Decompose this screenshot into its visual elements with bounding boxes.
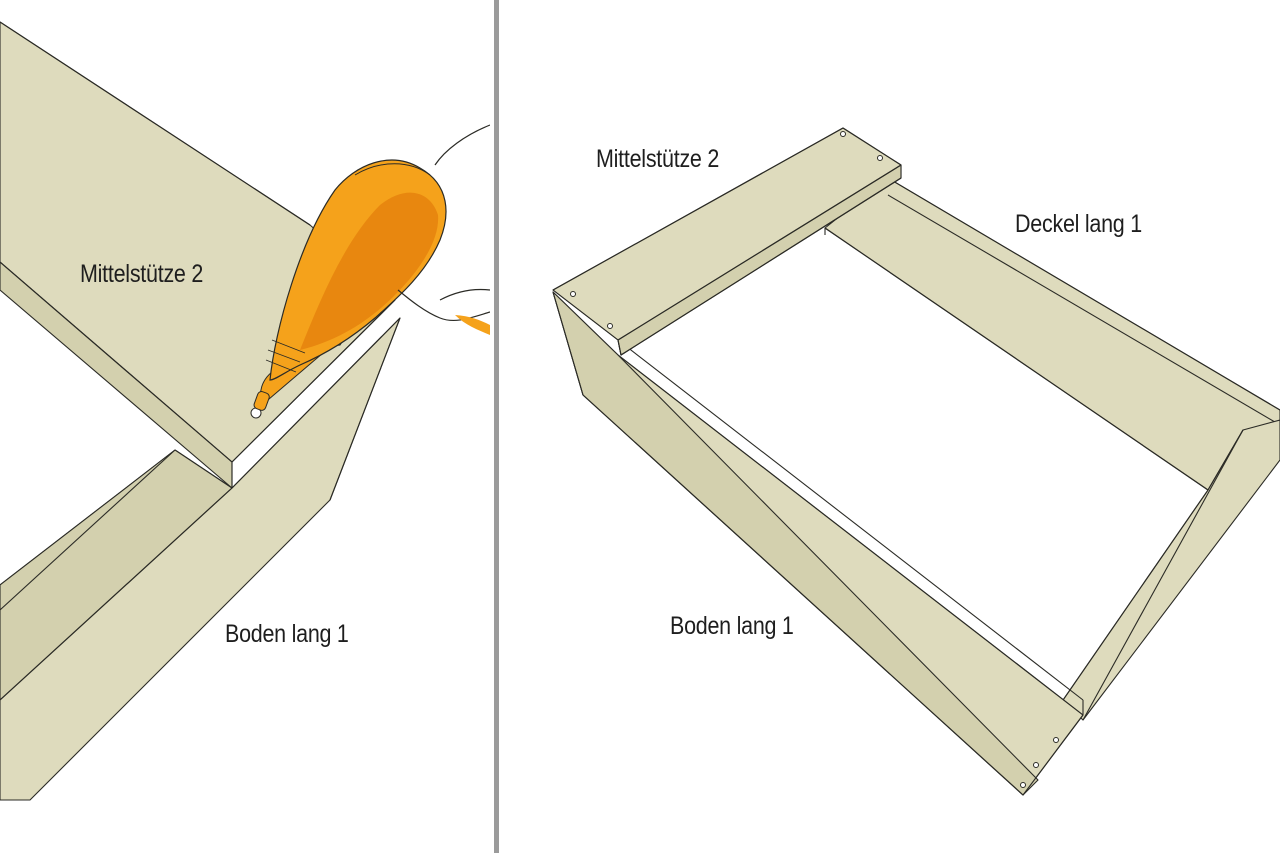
label-boden-lang-right: Boden lang 1	[670, 612, 794, 640]
panel-divider-bar	[494, 0, 499, 853]
board-mittelstuetze-right	[552, 127, 902, 356]
label-mittelstuetze-left: Mittelstütze 2	[80, 260, 204, 288]
board-boden-lang-right	[552, 291, 1084, 796]
left-panel-detail-view: Mittelstütze 2 Boden lang 1	[0, 0, 490, 853]
board-boden-lang-left	[0, 317, 401, 801]
right-panel-drawing	[552, 127, 1280, 796]
hand-icon	[397, 124, 490, 335]
left-panel-drawing	[0, 21, 490, 801]
label-deckel-lang: Deckel lang 1	[1015, 210, 1142, 238]
label-boden-lang-left: Boden lang 1	[225, 620, 349, 648]
label-mittelstuetze-right: Mittelstütze 2	[596, 145, 720, 173]
panel-divider	[490, 0, 503, 853]
right-panel-frame-view: Mittelstütze 2 Deckel lang 1 Boden lang …	[503, 0, 1280, 853]
drill-icon	[253, 159, 447, 411]
